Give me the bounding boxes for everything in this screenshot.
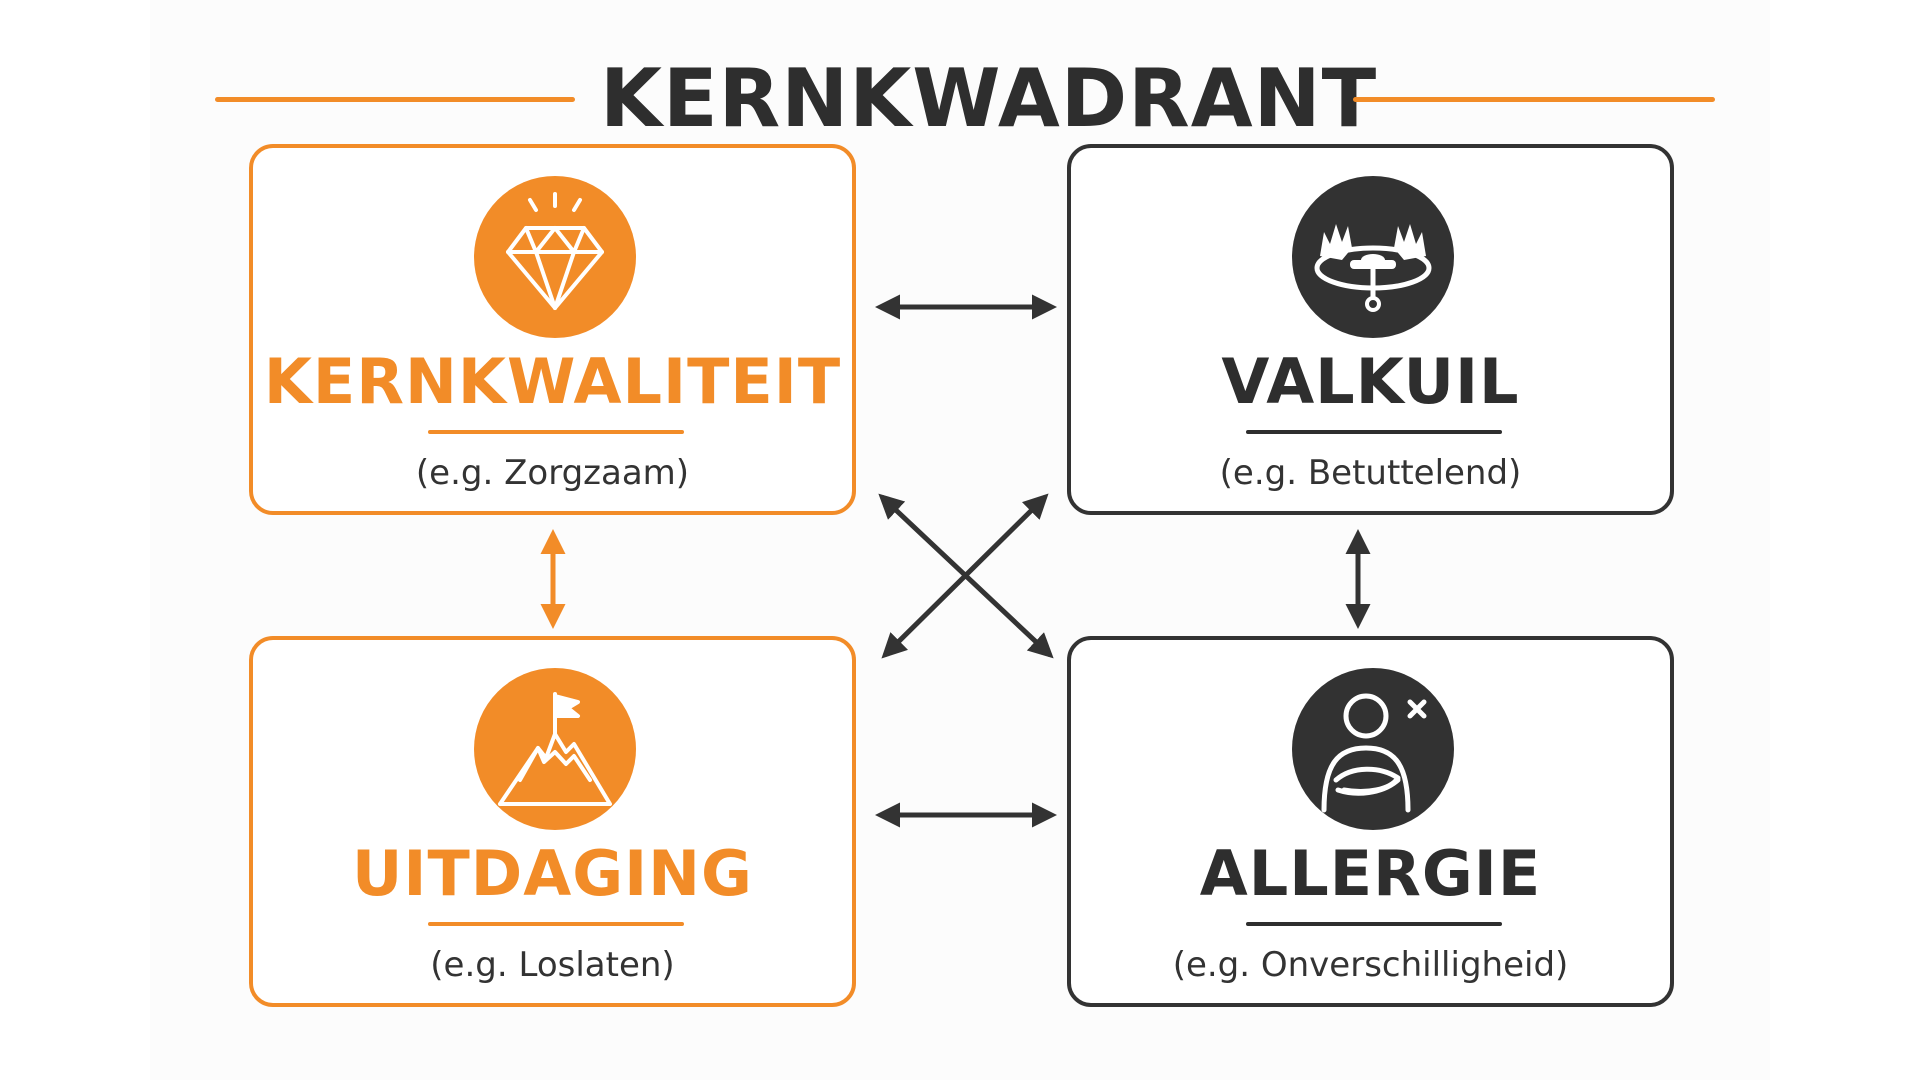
quadrant-example: (e.g. Betuttelend) [1219, 453, 1522, 493]
arrow-diagonal-valkuil-uitdaging [881, 493, 1049, 659]
quadrant-kernkwaliteit: KERNKWALITEIT (e.g. Zorgzaam) [249, 144, 856, 515]
quadrant-label: VALKUIL [1221, 345, 1520, 418]
quadrant-allergie: ALLERGIE (e.g. Onverschilligheid) [1067, 636, 1674, 1007]
quadrant-label: ALLERGIE [1199, 837, 1542, 910]
quadrant-example: (e.g. Onverschilligheid) [1172, 945, 1569, 985]
crossed-arms-person-icon [1292, 668, 1454, 830]
quadrant-example: (e.g. Loslaten) [430, 945, 675, 985]
label-underline [428, 430, 684, 434]
bear-trap-icon [1292, 176, 1454, 338]
quadrant-example: (e.g. Zorgzaam) [415, 453, 690, 493]
quadrant-uitdaging: UITDAGING (e.g. Loslaten) [249, 636, 856, 1007]
mountain-flag-icon [474, 668, 636, 830]
title-rule-left [215, 97, 575, 102]
label-underline [1246, 430, 1502, 434]
title-rule-right [1353, 97, 1715, 102]
diamond-icon [474, 176, 636, 338]
diagram-title: KERNKWADRANT [600, 52, 1378, 145]
title-row: KERNKWADRANT [0, 28, 1920, 144]
label-underline [428, 922, 684, 926]
quadrant-valkuil: VALKUIL (e.g. Betuttelend) [1067, 144, 1674, 515]
quadrant-label: UITDAGING [352, 837, 753, 910]
label-underline [1246, 922, 1502, 926]
quadrant-label: KERNKWALITEIT [263, 345, 842, 418]
